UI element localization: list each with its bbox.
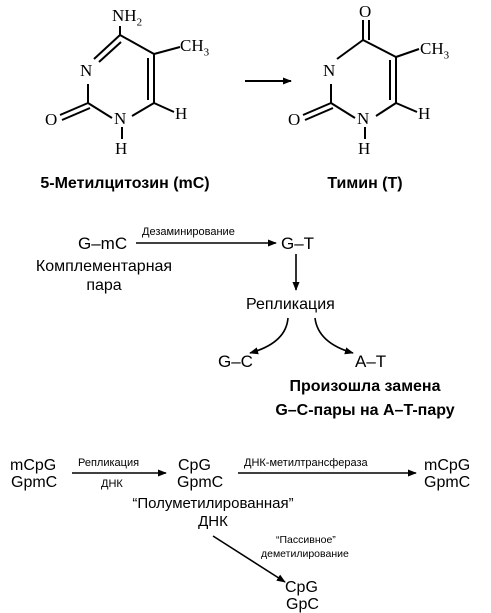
t-n3-atom: N <box>323 61 336 80</box>
amino-group-label: NH2 <box>112 6 143 29</box>
g-mc-pair: G–mC <box>78 234 128 253</box>
methylcytosine-caption: 5-Метилцитозин (mC) <box>40 175 210 192</box>
dna-methyltransferase-label: ДНК-метилтрансфераза <box>244 457 368 469</box>
mc-methyl-group-label: CH3 <box>180 36 210 59</box>
mc-n3-atom: N <box>80 61 93 80</box>
complementary-pair-caption-2: пара <box>86 277 122 294</box>
t-o4-atom: O <box>359 2 372 21</box>
complementary-pair-caption-1: Комплементарная <box>35 258 173 275</box>
hemimethylated-caption-1: “Полуметилированная” <box>132 495 294 512</box>
mc-c6-hydrogen: H <box>175 104 188 123</box>
substitution-result-2: G–C-пары на A–T-пару <box>275 402 455 419</box>
mc-o2-atom: O <box>45 110 58 129</box>
g-c-product: G–C <box>218 352 253 371</box>
g-t-pair: G–T <box>281 234 315 253</box>
t-c6-hydrogen: H <box>418 104 431 123</box>
t-o2-atom: O <box>288 110 301 129</box>
remethylated-bottom-strand: GpmC <box>424 474 471 491</box>
methylated-dna-top: mCpG <box>10 457 57 474</box>
replication-left-arrow <box>249 317 289 355</box>
passive-demethylation-arrow <box>212 535 286 583</box>
thymine-caption: Тимин (Т) <box>327 175 403 192</box>
substitution-result-1: Произошла замена <box>289 378 441 395</box>
t-methyl-group-label: CH3 <box>420 39 450 62</box>
dna-replication-label-top: Репликация <box>78 457 140 469</box>
t-n1-atom: N <box>357 109 370 128</box>
hemimethylated-caption-2: ДНК <box>198 513 228 530</box>
hemimethylated-top-strand: CpG <box>178 457 211 474</box>
demethylated-bottom-strand: GpC <box>286 596 319 613</box>
t-n1-hydrogen: H <box>358 139 371 158</box>
mc-n1-hydrogen: H <box>115 139 128 158</box>
thymine-ring <box>302 20 420 139</box>
hemimethylated-bottom-strand: GpmC <box>177 474 224 491</box>
a-t-product: A–T <box>355 352 387 371</box>
dna-replication-label-bottom: ДНК <box>101 478 123 490</box>
replication-label: Репликация <box>246 296 335 313</box>
mc-n1-atom: N <box>114 109 127 128</box>
methylcytosine-ring <box>59 26 181 139</box>
demethylated-top-strand: CpG <box>285 579 318 596</box>
methylated-dna-bottom: GpmC <box>11 474 58 491</box>
passive-demethylation-label-1: “Пассивное” <box>276 534 336 546</box>
replication-right-arrow <box>314 317 354 355</box>
passive-demethylation-label-2: деметилирование <box>261 548 349 560</box>
deamination-label: Дезаминирование <box>142 226 235 238</box>
remethylated-top-strand: mCpG <box>424 457 471 474</box>
